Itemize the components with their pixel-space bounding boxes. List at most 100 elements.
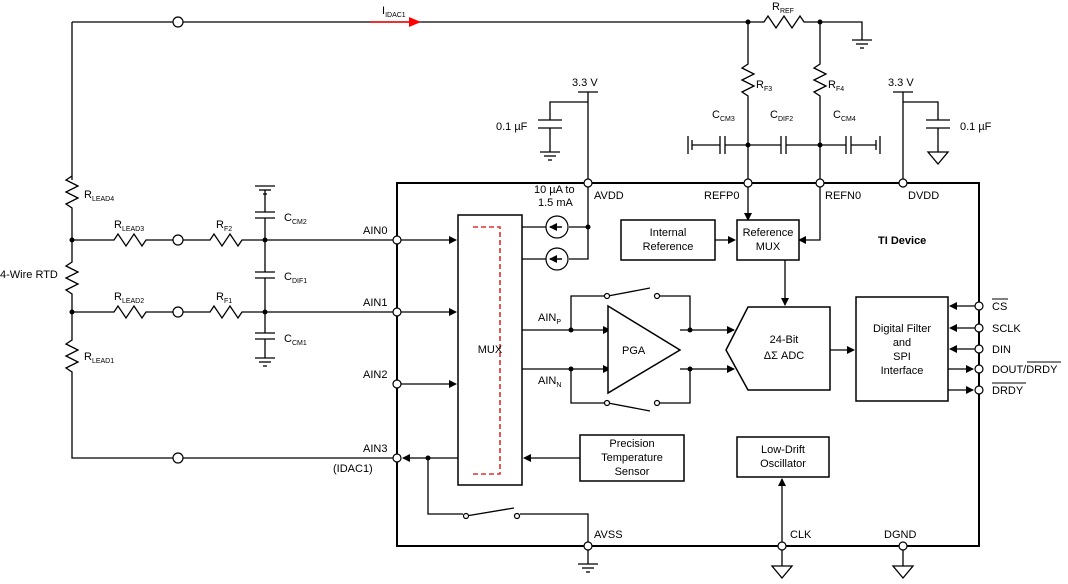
temp-label-3: Sensor <box>615 466 650 478</box>
dvdd-supply <box>893 91 913 183</box>
ccm2-label: CCM2 <box>284 212 307 226</box>
ain2-pin <box>392 379 402 389</box>
avss-label: AVSS <box>594 529 623 541</box>
ccm2-capacitor <box>255 185 275 240</box>
dout-pin <box>974 364 984 374</box>
rf1-label: RF1 <box>216 291 232 305</box>
ainp-label: AINP <box>538 312 561 326</box>
refp0-pin <box>743 178 753 188</box>
osc-label-2: Oscillator <box>760 458 806 470</box>
rlead3-label: RLEAD3 <box>114 219 144 233</box>
clk-digital-ground <box>770 550 794 580</box>
drdy-pin <box>974 385 984 395</box>
idac1-label: IIDAC1 <box>382 5 406 19</box>
dgnd-label: DGND <box>884 529 916 541</box>
avss-switch <box>427 458 589 545</box>
rlead4-label: RLEAD4 <box>84 189 114 203</box>
temp-label-1: Precision <box>609 438 654 450</box>
ccm1-capacitor <box>255 312 275 367</box>
ain1-pin <box>392 307 402 317</box>
dvdd-pin <box>898 178 908 188</box>
ccm4-capacitor <box>820 136 881 154</box>
cdif2-capacitor <box>748 136 820 154</box>
pga-label: PGA <box>622 345 646 357</box>
osc-label-1: Low-Drift <box>761 444 805 456</box>
ccm4-label: CCM4 <box>833 109 856 123</box>
rlead1-resistor <box>64 312 393 459</box>
dfilter-label-2: and <box>893 337 911 349</box>
reference-mux-label-2: MUX <box>756 241 781 253</box>
refn0-label: REFN0 <box>825 190 861 202</box>
rf4-resistor <box>812 22 828 183</box>
avdd-label: AVDD <box>594 190 624 202</box>
rtd-label: 4-Wire RTD <box>0 269 58 281</box>
dfilter-label-4: Interface <box>881 365 924 377</box>
din-label: DIN <box>992 344 1011 356</box>
dfilter-label-3: SPI <box>893 351 911 363</box>
temp-label-2: Temperature <box>601 452 663 464</box>
dgnd-digital-ground <box>891 550 915 580</box>
sclk-pin <box>974 323 984 333</box>
avss-pin <box>583 541 593 551</box>
wire-node <box>172 306 184 318</box>
supply-right-label: 3.3 V <box>888 77 914 89</box>
device-name: TI Device <box>878 235 926 247</box>
ain2-label: AIN2 <box>363 369 387 381</box>
wire-node <box>172 452 184 464</box>
avdd-decoupling-cap <box>538 101 588 152</box>
temperature-sensor-block <box>579 434 685 482</box>
dvdd-decoupling-cap <box>903 101 950 152</box>
rf3-resistor <box>740 22 756 183</box>
rref-label: RREF <box>772 1 794 15</box>
ain3-pin <box>392 453 402 463</box>
ain3-label: AIN3 <box>363 443 387 455</box>
idac-range-label-1: 10 µA to <box>534 184 575 196</box>
wire-node <box>172 234 184 246</box>
drdy-label: DRDY <box>992 385 1024 397</box>
rlead1-label: RLEAD1 <box>84 351 114 365</box>
idac-range-label-2: 1.5 mA <box>538 197 574 209</box>
ain0-label: AIN0 <box>363 225 387 237</box>
ground-symbol <box>578 563 598 573</box>
cdif1-label: CDIF1 <box>284 271 307 285</box>
delta-sigma-adc <box>725 306 831 391</box>
ain0-pin <box>392 235 402 245</box>
cap-left-label: 0.1 µF <box>496 121 528 133</box>
ainn-label: AINN <box>538 375 561 389</box>
rf2-resistor <box>183 232 393 248</box>
cdif1-capacitor <box>255 240 275 312</box>
rlead4-resistor <box>64 175 80 240</box>
idac-source-wire <box>569 187 589 260</box>
rlead2-label: RLEAD2 <box>114 291 144 305</box>
ccm3-label: CCM3 <box>712 109 735 123</box>
ccm1-label: CCM1 <box>284 333 307 347</box>
din-pin <box>974 344 984 354</box>
digital-filter-spi-block <box>855 296 949 402</box>
ain1-label: AIN1 <box>363 297 387 309</box>
clk-pin <box>777 541 787 551</box>
dgnd-pin <box>898 541 908 551</box>
ground-symbol <box>540 151 560 161</box>
dout-label: DOUT/DRDY <box>992 364 1058 376</box>
idac1-top-wire <box>71 17 748 180</box>
pga-bypass-switch-bottom <box>570 369 691 412</box>
supply-left-label: 3.3 V <box>572 77 598 89</box>
ccm3-capacitor <box>687 136 748 154</box>
reference-mux-block <box>736 219 800 261</box>
rf2-label: RF2 <box>216 219 232 233</box>
rref-resistor <box>748 14 863 40</box>
ground-symbol <box>852 39 872 49</box>
input-mux-block <box>457 214 523 486</box>
oscillator-block <box>736 436 830 478</box>
digital-ground-symbol <box>926 151 950 166</box>
dvdd-label: DVDD <box>908 190 939 202</box>
cs-pin <box>974 301 984 311</box>
cs-label: CS <box>992 301 1007 313</box>
cap-right-label: 0.1 µF <box>960 121 992 133</box>
mux-label: MUX <box>478 344 503 356</box>
avdd-pin <box>583 178 593 188</box>
clk-label: CLK <box>790 529 812 541</box>
refp0-label: REFP0 <box>704 190 739 202</box>
